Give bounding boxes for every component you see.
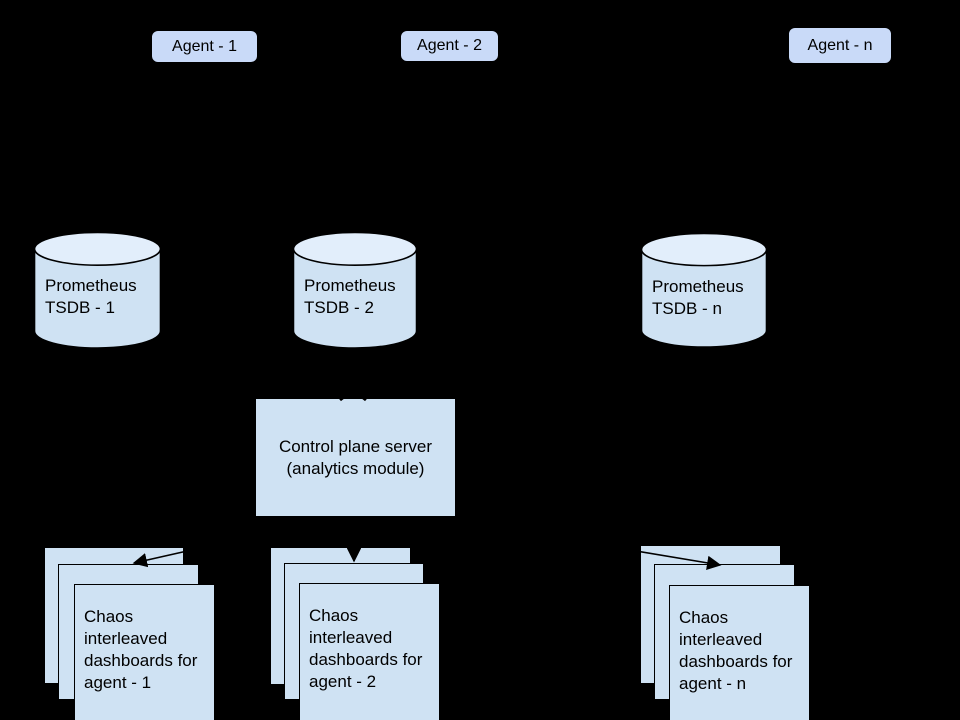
agent-n-box: Agent - n	[788, 27, 892, 64]
control-plane-label-line1: Control plane server	[278, 436, 433, 456]
tsdb-n-label: Prometheus TSDB - n	[652, 277, 744, 318]
agent-n-label: Agent - n	[807, 36, 873, 54]
stack-2-front-sheet	[299, 583, 440, 720]
database-cylinder-icon	[33, 231, 162, 349]
database-cylinder-icon	[292, 231, 418, 349]
tsdb-2-label: Prometheus TSDB - 2	[304, 276, 396, 317]
control-plane-label-line2: (analytics module)	[286, 458, 425, 478]
tsdb-n-cylinder: Prometheus TSDB - n	[640, 232, 768, 349]
stack-1-label: Chaos interleaved dashboards for agent -…	[84, 607, 198, 692]
stack-2-label: Chaos interleaved dashboards for agent -…	[309, 606, 423, 691]
database-cylinder-icon	[640, 232, 768, 348]
control-plane-box: Control plane server (analytics module)	[255, 398, 456, 517]
agent-1-label: Agent - 1	[172, 37, 237, 55]
stack-n-front-sheet	[669, 585, 810, 720]
stack-n-label: Chaos interleaved dashboards for agent -…	[679, 608, 793, 693]
agent-1-box: Agent - 1	[151, 30, 258, 63]
tsdb-1-cylinder: Prometheus TSDB - 1	[33, 231, 162, 350]
stack-1-front-sheet	[74, 584, 215, 720]
agent-2-label: Agent - 2	[417, 37, 482, 54]
agent-2-box: Agent - 2	[400, 30, 499, 62]
tsdb-2-cylinder: Prometheus TSDB - 2	[292, 231, 418, 350]
tsdb-1-label: Prometheus TSDB - 1	[45, 276, 137, 317]
